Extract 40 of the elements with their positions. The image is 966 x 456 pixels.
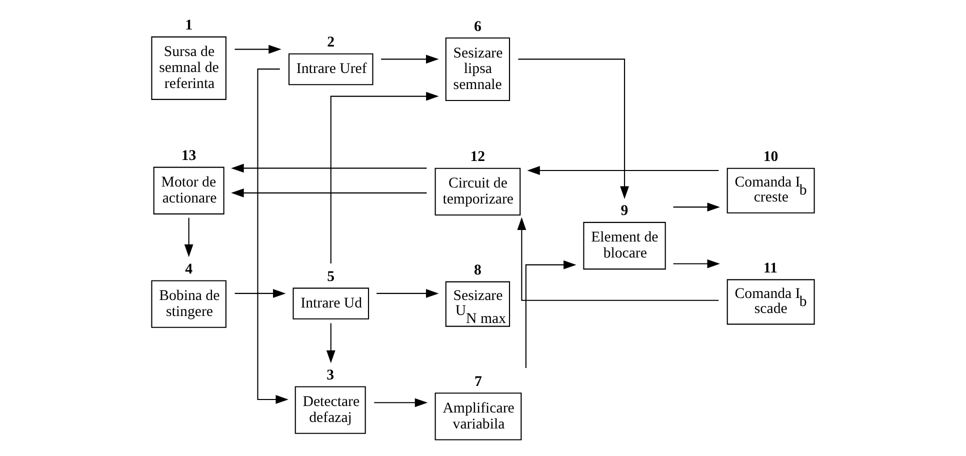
arrow	[518, 58, 629, 199]
arrow	[517, 217, 719, 301]
arrow	[231, 164, 427, 173]
node-label: 1	[185, 18, 193, 34]
arrow	[257, 68, 288, 404]
node-label: 3	[326, 368, 334, 384]
arrow	[381, 54, 439, 64]
node-box: Circuit de temporizare	[434, 168, 521, 216]
arrow	[234, 44, 282, 54]
node-box: Bobina de stingere	[151, 280, 226, 328]
arrow	[231, 188, 427, 198]
arrow	[330, 92, 439, 264]
node-box: Element de blocare	[583, 222, 666, 270]
arrow	[673, 202, 720, 212]
node-label: 12	[470, 149, 486, 166]
arrow	[525, 260, 576, 368]
node-label: 11	[763, 260, 778, 276]
arrow	[234, 289, 286, 298]
node-label: 4	[185, 262, 193, 278]
node-label: 2	[327, 34, 335, 51]
node-label: 9	[620, 203, 628, 220]
node-box: Sursa de semnal de referinta	[151, 36, 226, 100]
node-label: 13	[181, 148, 196, 164]
arrow	[326, 323, 336, 364]
arrow	[184, 218, 194, 258]
node-box: Motor de actionare	[153, 166, 224, 214]
arrow	[374, 398, 428, 408]
node-label: 7	[474, 374, 482, 390]
arrow	[673, 259, 720, 268]
node-label: 5	[327, 268, 335, 285]
arrow	[527, 166, 719, 175]
node-label: 10	[763, 149, 778, 166]
node-box: Intrare Ud	[292, 288, 370, 320]
node-box: Sesizare lipsa semnale	[445, 37, 510, 102]
node-label: 8	[474, 262, 482, 279]
node-box: Detectare defazaj	[294, 386, 366, 434]
arrow	[376, 289, 439, 298]
node-label: 6	[474, 18, 482, 35]
node-box: Amplificare variabila	[434, 392, 522, 440]
node-box: Intrare Uref	[288, 53, 374, 86]
